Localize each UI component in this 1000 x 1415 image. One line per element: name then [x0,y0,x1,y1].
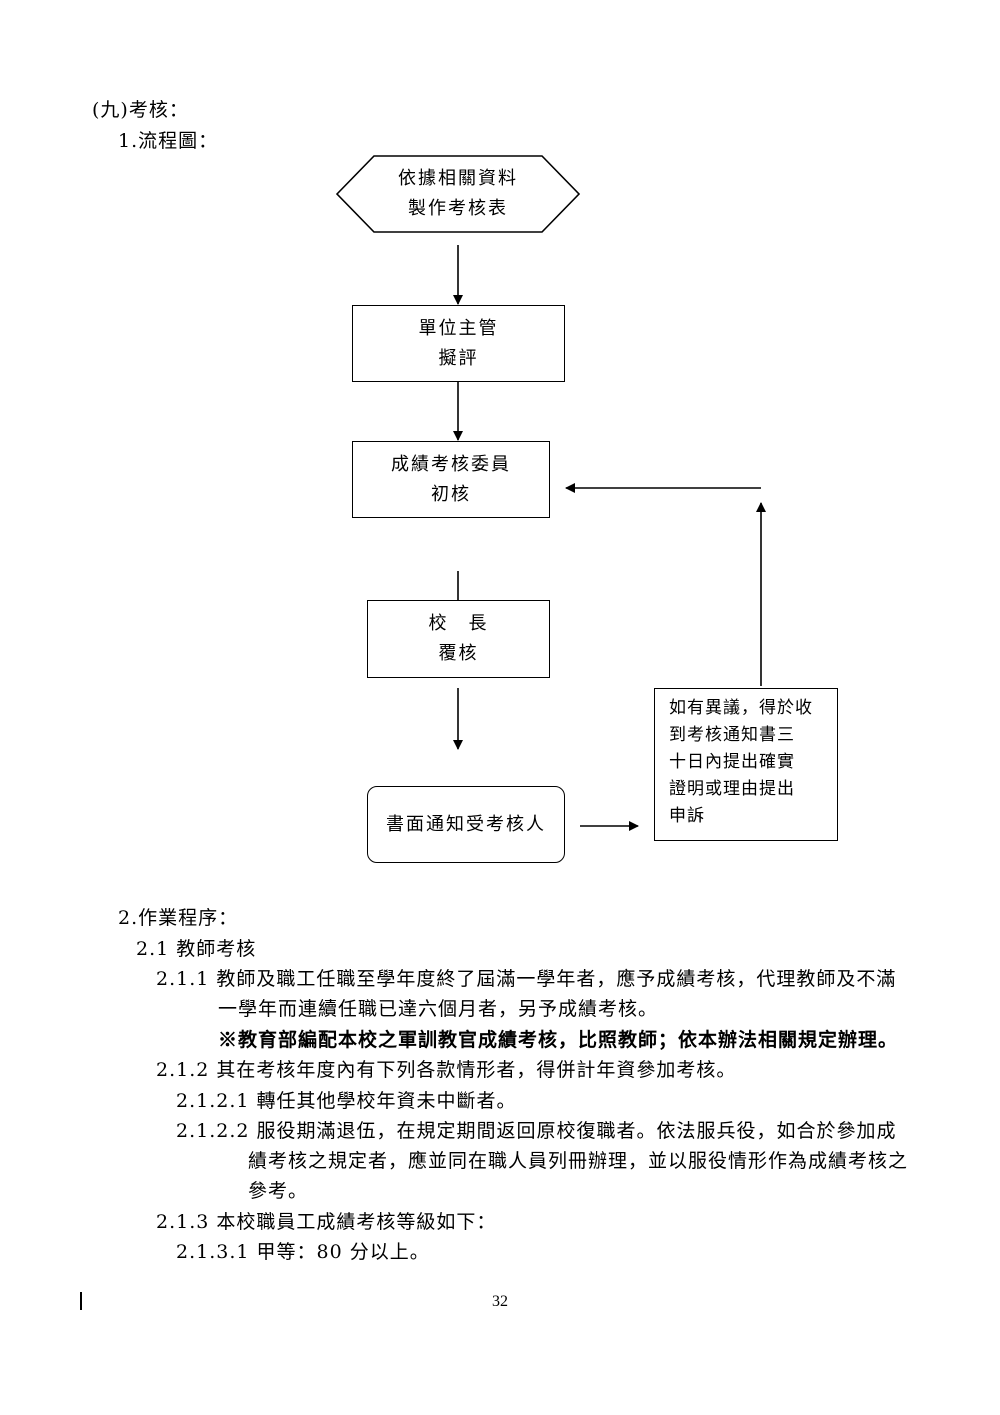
committee-node: 成績考核委員 初核 [352,441,550,518]
section-2-1: 2.1 教師考核 [136,938,257,960]
flowchart-connectors [335,155,766,831]
section-2-1-3: 2.1.3 本校職員工成績考核等級如下： [156,1211,497,1233]
start-line2: 製作考核表 [408,198,508,219]
supervisor-node: 單位主管 擬評 [352,305,565,382]
section-2-1-2-2-line2: 績考核之規定者，應並同在職人員列冊辦理，並以服役情形作為成績考核之 [248,1150,909,1172]
appeal-node: 如有異議，得於收 到考核通知書三 十日內提出確實 證明或理由提出 申訴 [654,688,838,841]
principal-node: 校 長 覆核 [367,600,550,678]
section-2-1-1-line2: 一學年而連續任職已達六個月者，另予成績考核。 [218,998,659,1020]
notice-line1: 書面通知受考核人 [386,813,546,835]
margin-change-bar [80,1292,82,1310]
military-instructor-note: ※教育部編配本校之軍訓教官成績考核，比照教師；依本辦法相關規定辦理。 [218,1029,899,1051]
start-hexagon-shape [335,155,581,233]
flowchart-heading: 1.流程圖： [118,130,219,152]
supervisor-line1: 單位主管 [418,317,499,339]
supervisor-line2: 擬評 [438,347,479,369]
appeal-line: 十日內提出確實 [669,752,795,772]
notice-node: 書面通知受考核人 [367,786,565,863]
principal-line2: 覆核 [438,643,479,664]
appeal-line: 如有異議，得於收 [669,698,813,718]
procedure-heading: 2.作業程序： [118,907,239,929]
page-number: 32 [492,1293,508,1310]
section-2-1-1-line1: 2.1.1 教師及職工任職至學年度終了屆滿一學年者，應予成績考核，代理教師及不滿 [156,968,897,990]
appeal-line: 申訴 [669,806,705,826]
start-node-label: 依據相關資料 製作考核表 [337,156,579,232]
section-2-1-2: 2.1.2 其在考核年度內有下列各款情形者，得併計年資參加考核。 [156,1059,737,1081]
section-2-1-3-1: 2.1.3.1 甲等：80 分以上。 [176,1241,430,1263]
section-2-1-2-1: 2.1.2.1 轉任其他學校年資未中斷者。 [176,1090,517,1112]
committee-line2: 初核 [431,483,471,505]
section-2-1-2-2-line1: 2.1.2.2 服役期滿退伍，在規定期間返回原校復職者。依法服兵役，如合於參加成 [176,1120,897,1142]
appeal-line: 證明或理由提出 [669,779,795,799]
section-2-1-2-2-line3: 參考。 [248,1180,309,1202]
committee-line1: 成績考核委員 [391,453,511,475]
section-title: (九)考核： [92,99,189,121]
appeal-line: 到考核通知書三 [669,725,795,745]
start-line1: 依據相關資料 [398,168,518,189]
principal-line1: 校 長 [428,613,489,634]
